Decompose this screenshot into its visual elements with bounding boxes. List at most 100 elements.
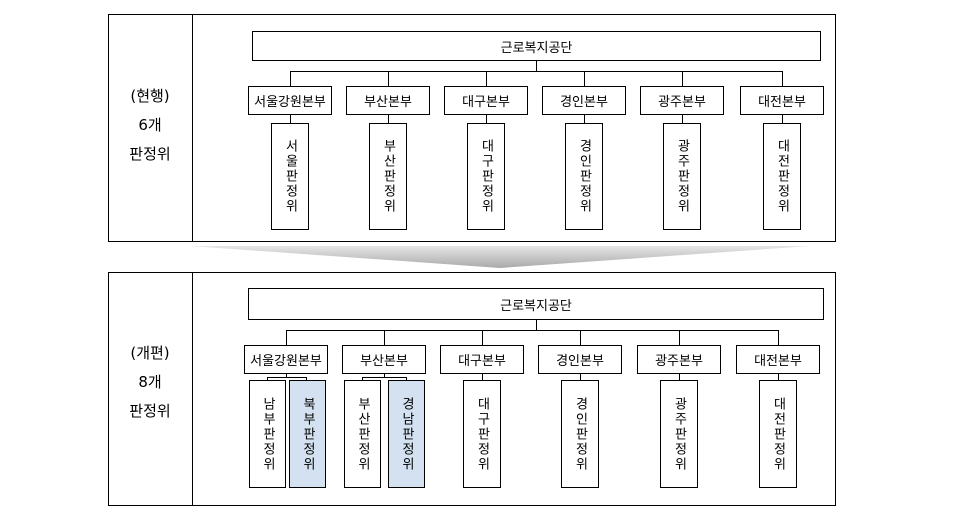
current-root-box: 근로복지공단	[252, 31, 821, 61]
current-drop-5	[682, 71, 683, 86]
reorganized-split-leg-nambu	[267, 377, 268, 380]
current-committee-busan: 부산판정위	[369, 123, 407, 230]
committee-label: 경인판정위	[572, 396, 588, 472]
current-hq-daejeon: 대전본부	[740, 86, 824, 115]
current-hq-label: 부산본부	[364, 95, 412, 110]
committee-label: 대구판정위	[478, 139, 494, 214]
reorganized-committee-daegu: 대구판정위	[463, 380, 501, 488]
committee-label: 대전판정위	[774, 139, 790, 214]
reorganized-committee-gyeongnam-new: 경남판정위	[388, 380, 425, 488]
committee-label: 대전판정위	[770, 396, 786, 472]
current-label-line-3: 판정위	[129, 145, 171, 163]
committee-label: 남부판정위	[260, 396, 275, 472]
current-drop-2	[388, 71, 389, 86]
committee-label: 광주판정위	[674, 139, 690, 214]
current-hq-label: 경인본부	[560, 95, 608, 110]
reorganized-drop-2	[384, 330, 385, 345]
reorganized-drop-6	[778, 330, 779, 345]
current-label-line-2: 6개	[138, 116, 162, 134]
reorganized-drop-5	[679, 330, 680, 345]
current-hq-stem-1	[290, 115, 291, 123]
committee-label: 경인판정위	[576, 139, 592, 214]
current-hq-label: 대구본부	[462, 95, 510, 110]
current-drop-3	[486, 71, 487, 86]
current-bus	[290, 71, 782, 72]
reorganized-drop-1	[286, 330, 287, 345]
current-label-line-1: (현행)	[130, 87, 170, 105]
reorganized-label: (개편) 8개 판정위	[108, 339, 192, 426]
current-label: (현행) 6개 판정위	[108, 82, 192, 169]
reorganized-split-leg-bukbu	[306, 377, 307, 380]
current-drop-1	[290, 71, 291, 86]
reorganized-hq-stem-4	[580, 374, 581, 380]
reorganized-split-bar-seoul	[267, 377, 306, 378]
current-hq-stem-5	[682, 115, 683, 123]
current-committee-daegu: 대구판정위	[467, 123, 505, 230]
committee-label: 북부판정위	[300, 396, 315, 472]
reorganized-committee-bukbu-new: 북부판정위	[289, 380, 326, 488]
reorganized-committee-gyeongin: 경인판정위	[561, 380, 599, 488]
committee-label: 부산판정위	[355, 396, 370, 472]
reorganized-hq-label: 대전본부	[754, 354, 802, 369]
current-drop-4	[584, 71, 585, 86]
reorganized-label-line-2: 8개	[138, 373, 162, 391]
reorganized-committee-nambu: 남부판정위	[249, 380, 286, 488]
reorganized-committee-busan: 부산판정위	[344, 380, 381, 488]
reorganized-root-stem	[536, 320, 537, 330]
current-committee-daejeon: 대전판정위	[763, 123, 801, 230]
reorganized-hq-daejeon: 대전본부	[736, 345, 820, 374]
committee-label: 경남판정위	[399, 396, 414, 472]
reorganized-split-stem-seoul	[286, 374, 287, 377]
current-committee-seoul: 서울판정위	[271, 123, 309, 230]
reorganized-hq-busan: 부산본부	[342, 345, 426, 374]
current-hq-daegu: 대구본부	[444, 86, 528, 115]
reorganized-split-bar-busan	[362, 377, 406, 378]
current-hq-stem-4	[584, 115, 585, 123]
reorganized-root-box: 근로복지공단	[248, 288, 824, 320]
reorganized-label-line-1: (개편)	[130, 344, 170, 362]
reorganized-hq-gyeongin: 경인본부	[538, 345, 622, 374]
reorganized-root-label: 근로복지공단	[500, 298, 572, 314]
reorganized-hq-label: 경인본부	[556, 354, 604, 369]
current-drop-6	[782, 71, 783, 86]
reorganized-hq-label: 서울강원본부	[250, 354, 322, 369]
committee-label: 대구판정위	[474, 396, 490, 472]
current-committee-gwangju: 광주판정위	[663, 123, 701, 230]
reorganized-drop-3	[482, 330, 483, 345]
current-hq-stem-2	[388, 115, 389, 123]
current-hq-stem-6	[782, 115, 783, 123]
reorganized-hq-seoul: 서울강원본부	[244, 345, 328, 374]
reorganized-split-leg-busan	[362, 377, 363, 380]
reorganized-hq-label: 대구본부	[458, 354, 506, 369]
current-root-label: 근로복지공단	[500, 40, 573, 56]
current-hq-gyeongin: 경인본부	[542, 86, 626, 115]
committee-label: 광주판정위	[671, 396, 687, 472]
reorganized-bus	[286, 330, 779, 331]
current-hq-label: 서울강원본부	[254, 95, 326, 110]
reorganized-committee-daejeon: 대전판정위	[759, 380, 797, 488]
current-hq-label: 광주본부	[658, 95, 706, 110]
reorganized-hq-daegu: 대구본부	[440, 345, 524, 374]
committee-label: 부산판정위	[380, 139, 396, 214]
current-hq-seoul: 서울강원본부	[248, 86, 332, 115]
reorganized-hq-stem-6	[778, 374, 779, 380]
reorganized-hq-label: 부산본부	[360, 354, 408, 369]
current-hq-stem-3	[486, 115, 487, 123]
current-hq-gwangju: 광주본부	[640, 86, 724, 115]
panel-divider	[192, 15, 193, 241]
reorganized-hq-label: 광주본부	[655, 354, 703, 369]
reorganized-hq-stem-5	[679, 374, 680, 380]
current-root-stem	[536, 61, 537, 71]
committee-label: 서울판정위	[282, 139, 298, 214]
reorganized-drop-4	[580, 330, 581, 345]
panel-divider	[192, 273, 193, 505]
reorganized-label-line-3: 판정위	[129, 402, 171, 420]
reorganized-hq-gwangju: 광주본부	[637, 345, 721, 374]
current-hq-busan: 부산본부	[346, 86, 430, 115]
reorganized-split-stem-busan	[384, 374, 385, 377]
current-committee-gyeongin: 경인판정위	[565, 123, 603, 230]
current-hq-label: 대전본부	[758, 95, 806, 110]
reorganized-committee-gwangju: 광주판정위	[660, 380, 698, 488]
reorganized-hq-stem-3	[482, 374, 483, 380]
transition-arrow-icon	[190, 246, 810, 268]
